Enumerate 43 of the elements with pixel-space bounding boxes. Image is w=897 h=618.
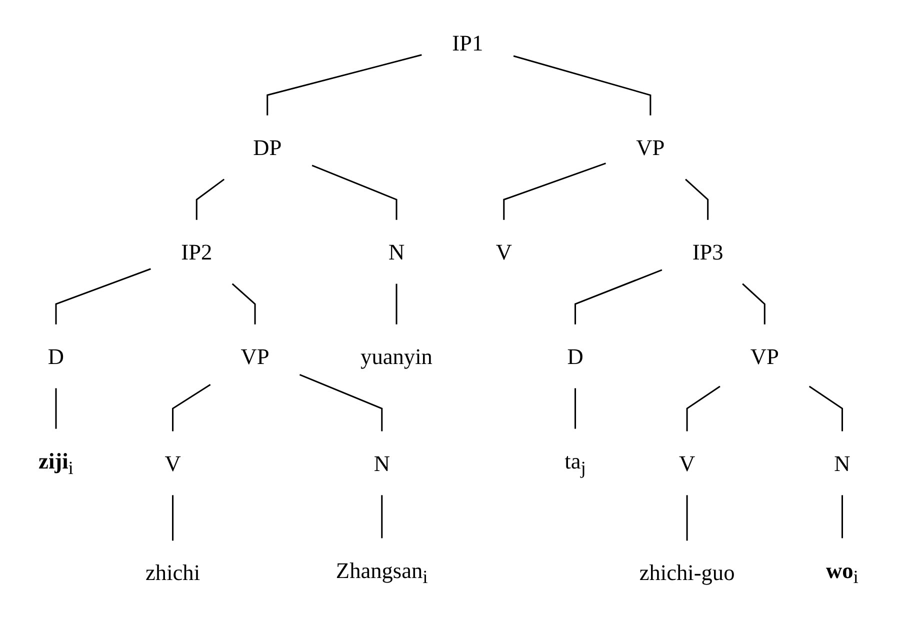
tree-branch-line — [172, 384, 211, 432]
tree-node-label: yuanyin — [360, 344, 432, 369]
tree-node-label: V — [164, 450, 181, 476]
tree-node-label: wo$_{i}$ — [826, 557, 858, 588]
tree-node-label: zhichi-guo — [639, 560, 735, 586]
tree-branch-line — [396, 284, 398, 324]
tree-node-label: VP — [750, 344, 779, 369]
tree-branch-line — [312, 164, 398, 220]
tree-node-label: ta$_{j}$ — [564, 448, 586, 478]
tree-node-label: zhichi — [146, 560, 200, 586]
tree-branch-line — [172, 495, 174, 541]
tree-node-label: Zhangsan$_{i}$ — [336, 557, 428, 588]
tree-branch-line — [742, 283, 766, 324]
tree-branch-line — [686, 495, 688, 541]
tree-branch-line — [299, 374, 383, 432]
tree-branch-line — [513, 55, 652, 116]
tree-node-label: N — [834, 450, 850, 476]
tree-node-label: ziji$_{i}$ — [38, 448, 74, 478]
tree-branch-line — [55, 268, 151, 324]
tree-branch-line — [503, 162, 606, 220]
tree-node-label: DP — [253, 134, 282, 160]
tree-branch-line — [381, 495, 383, 538]
tree-branch-line — [232, 283, 256, 324]
tree-node-label: VP — [636, 134, 665, 160]
tree-node-label: IP3 — [692, 239, 724, 264]
tree-node-label: VP — [240, 344, 270, 369]
tree-node-label: N — [388, 239, 405, 264]
tree-node-label: V — [496, 239, 512, 264]
tree-node-label: D — [567, 344, 584, 369]
tree-branch-line — [266, 54, 422, 116]
tree-branch-line — [686, 386, 720, 432]
tree-branch-line — [841, 495, 843, 538]
tree-node-label: V — [678, 450, 696, 476]
tree-branch-line — [808, 386, 843, 432]
tree-node-label: N — [374, 450, 390, 476]
tree-node-label: D — [48, 344, 64, 369]
tree-branch-line — [574, 269, 662, 324]
tree-node-label: IP1 — [452, 30, 484, 56]
tree-branch-line — [685, 178, 709, 220]
tree-branch-line — [55, 388, 57, 429]
tree-node-label: IP2 — [181, 239, 212, 264]
tree-branch-line — [196, 178, 225, 220]
tree-branch-line — [574, 388, 576, 429]
